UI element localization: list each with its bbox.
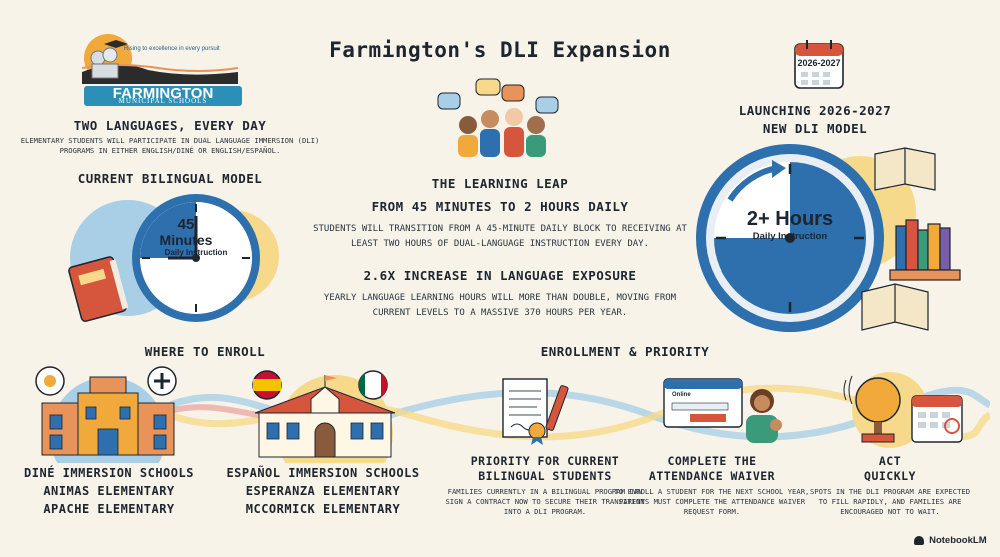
espanol-schools-list: Español Immersion Schools Esperanza Elem… [218,464,428,518]
enrollment-heading: Enrollment & Priority [540,344,710,359]
page-title: Farmington's DLI Expansion [329,38,671,62]
priority-heading-line2: Bilingual Students [478,469,612,483]
contract-icon [497,375,577,445]
logo-tagline: Rising to excellence in every pursuit [124,46,220,52]
students-illustration [430,75,570,160]
exposure-stat-body: Yearly language learning hours will more… [323,293,677,318]
priority-heading-line1: Priority for Current [470,454,620,468]
two-languages-body: Elementary students will participate in … [20,136,320,155]
dine-school-apache: Apache Elementary [43,502,175,516]
district-logo: Rising to excellence in every pursuit FA… [78,28,248,108]
where-to-enroll-heading: Where to Enroll [144,344,266,359]
act-heading-line1: Act [878,454,902,468]
current-clock-value: 45 [177,216,195,233]
learning-leap-body: Students will transition from a 45-minut… [313,224,687,249]
calendar-icon: 2026-2027 [793,38,845,90]
act-body: Spots in the DLI program are expected to… [809,487,971,516]
notebooklm-badge: NotebookLM [914,530,994,546]
two-languages-heading: Two Languages, Every Day [73,118,267,133]
bell-calendar-illustration [840,370,970,450]
act-heading: Act Quickly [810,454,970,484]
priority-body: Families currently in a bilingual progra… [445,487,645,516]
logo-graphic [81,34,242,106]
exposure-stat-heading: 2.6x Increase in Language Exposure [363,268,637,283]
act-heading-line2: Quickly [864,469,916,483]
waiver-heading-line1: Complete the [667,454,757,468]
logo-name: FARMINGTON [112,85,214,102]
learning-leap-heading: The Learning Leap [431,176,569,191]
current-model-heading: Current Bilingual Model [77,171,263,186]
espanol-school-illustration [245,363,405,491]
current-clock-unit: Minutes [159,232,213,248]
new-clock-caption: Daily Instruction [752,231,828,242]
calendar-label: 2026-2027 [797,58,841,68]
dine-school-animas: Animas Elementary [43,484,175,498]
new-model-heading-1: Launching 2026-2027 [738,103,892,118]
priority-heading: Priority for Current Bilingual Students [440,454,650,484]
online-form-label: Online [672,392,691,398]
logo-subname: MUNICIPAL SCHOOLS [118,97,208,105]
dine-schools-heading: Diné Immersion Schools [24,466,194,480]
new-model-illustration: 2+ Hours Daily Instruction [690,140,990,340]
waiver-body: To enroll a student for the next school … [614,487,810,516]
current-model-illustration: 45 Minutes Daily Instruction [58,188,298,338]
dine-schools-list: Diné Immersion Schools Animas Elementary… [0,464,218,518]
notebooklm-label: NotebookLM [929,535,987,546]
waiver-heading: Complete the Attendance Waiver [612,454,812,484]
espanol-school-esperanza: Esperanza Elementary [245,484,401,498]
notebooklm-icon [914,536,924,545]
new-clock-value: 2+ Hours [746,208,834,230]
current-clock-caption: Daily Instruction [164,248,228,257]
online-form-illustration: Online [660,375,790,445]
new-model-heading-2: New DLI Model [762,121,868,136]
waiver-heading-line2: Attendance Waiver [648,469,776,483]
learning-leap-subheading: From 45 minutes to 2 hours daily [371,199,629,214]
espanol-school-mccormick: McCormick Elementary [245,502,401,516]
espanol-schools-heading: Español Immersion Schools [226,466,420,480]
dine-school-illustration [28,363,188,493]
